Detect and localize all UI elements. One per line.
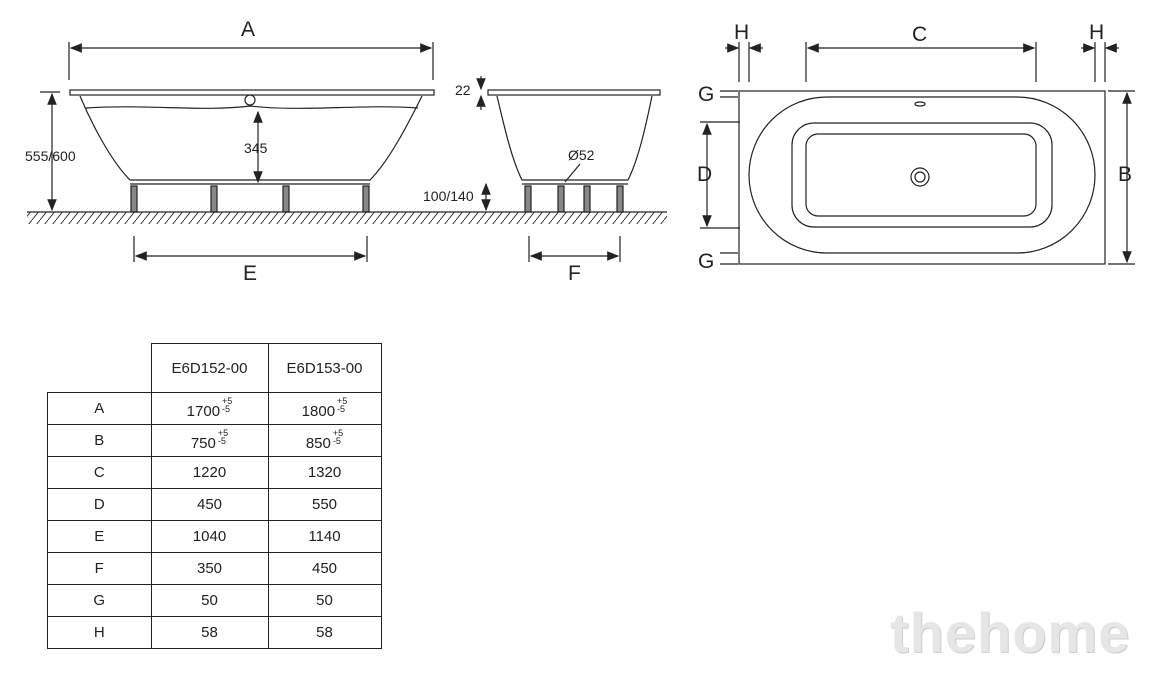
value-cell-model-1: 58 [150, 616, 269, 649]
cell-value: E [94, 528, 105, 545]
value-cell-model-1: 1220 [150, 456, 269, 489]
dim-e-label: E [243, 262, 257, 285]
cell-value: H [93, 624, 105, 641]
cell-value: D [93, 496, 105, 513]
value-cell-model-1: 1700+5-5 [150, 392, 269, 425]
dim-c-label: C [912, 23, 927, 46]
value-cell-model-2: 1800+5-5 [267, 392, 382, 425]
table-header-row: E6D152-00 E6D153-00 [47, 343, 382, 393]
value-cell-model-2: 50 [267, 584, 382, 617]
value-cell-model-2: 1140 [267, 520, 382, 553]
value-cell-model-2: 1320 [267, 456, 382, 489]
cell-value: C [93, 464, 105, 481]
tolerance: +5-5 [332, 428, 344, 446]
technical-drawing: A 345 555/600 E 22 100/140 Ø52 F C H H B… [25, 18, 1135, 285]
drain-label: Ø52 [568, 147, 595, 163]
value-cell-model-1: 750+5-5 [150, 424, 269, 457]
dim-h-right-label: H [1089, 21, 1104, 44]
row-label-cell: D [47, 488, 152, 521]
value-cell-model-1: 450 [150, 488, 269, 521]
height-label: 555/600 [25, 148, 76, 164]
depth-label: 345 [244, 140, 268, 156]
value-cell-model-2: 550 [267, 488, 382, 521]
cell-value: 1220 [192, 464, 227, 481]
tolerance: +5-5 [222, 396, 233, 414]
dim-h-left-label: H [734, 21, 749, 44]
cell-value: F [94, 560, 104, 577]
cell-value: 550 [311, 496, 338, 513]
value-cell-model-2: 850+5-5 [267, 424, 382, 457]
value-cell-model-1: 50 [150, 584, 269, 617]
table-row: C 1220 1320 [47, 456, 382, 489]
table-row: E 1040 1140 [47, 520, 382, 553]
rim-label: 22 [455, 82, 471, 98]
side-view: A 345 555/600 E [25, 18, 667, 285]
cell-value: 50 [316, 592, 333, 609]
value-cell-model-2: 58 [267, 616, 382, 649]
cell-value: 1800 [301, 403, 336, 420]
cell-value: 850 [305, 435, 331, 452]
table-row: D 450 550 [47, 488, 382, 521]
tolerance: +5-5 [217, 428, 229, 446]
legs-label: 100/140 [423, 188, 474, 204]
dim-f-label: F [568, 262, 581, 285]
dim-a-label: A [241, 18, 255, 41]
cell-value: 1040 [192, 528, 227, 545]
header-cell-empty [47, 343, 152, 393]
value-cell-model-2: 450 [267, 552, 382, 585]
dim-d-label: D [697, 163, 712, 186]
row-label-cell: F [47, 552, 152, 585]
cell-value: B [94, 432, 105, 449]
cell-value: 1320 [307, 464, 342, 481]
row-label-cell: H [47, 616, 152, 649]
dim-g-top-label: G [698, 83, 714, 106]
value-cell-model-1: 1040 [150, 520, 269, 553]
row-label-cell: G [47, 584, 152, 617]
cell-value: 750 [190, 435, 216, 452]
cell-value: 58 [201, 624, 218, 641]
table-row: H 58 58 [47, 616, 382, 649]
row-label-cell: A [47, 392, 152, 425]
cell-value: A [94, 400, 105, 417]
cell-value: 50 [201, 592, 218, 609]
cell-value: 350 [196, 560, 223, 577]
top-view: C H H B D G G [697, 21, 1135, 273]
cell-value: 1700 [186, 403, 221, 420]
header-cell-model-2: E6D153-00 [267, 343, 382, 393]
table-row: F 350 450 [47, 552, 382, 585]
value-cell-model-1: 350 [150, 552, 269, 585]
header-cell-model-1: E6D152-00 [150, 343, 269, 393]
dim-g-bottom-label: G [698, 250, 714, 273]
cell-value: 1140 [308, 528, 341, 545]
end-view: 22 100/140 Ø52 F [423, 76, 661, 285]
dim-b-label: B [1118, 163, 1132, 186]
row-label-cell: C [47, 456, 152, 489]
cell-value: 58 [316, 624, 333, 641]
cell-value: G [93, 592, 106, 609]
tolerance: +5-5 [337, 396, 348, 414]
table-row: G 50 50 [47, 584, 382, 617]
thehome-watermark: thehome [890, 601, 1131, 664]
row-label-cell: E [47, 520, 152, 553]
cell-value: 450 [311, 560, 338, 577]
cell-value: 450 [196, 496, 223, 513]
row-label-cell: B [47, 424, 152, 457]
